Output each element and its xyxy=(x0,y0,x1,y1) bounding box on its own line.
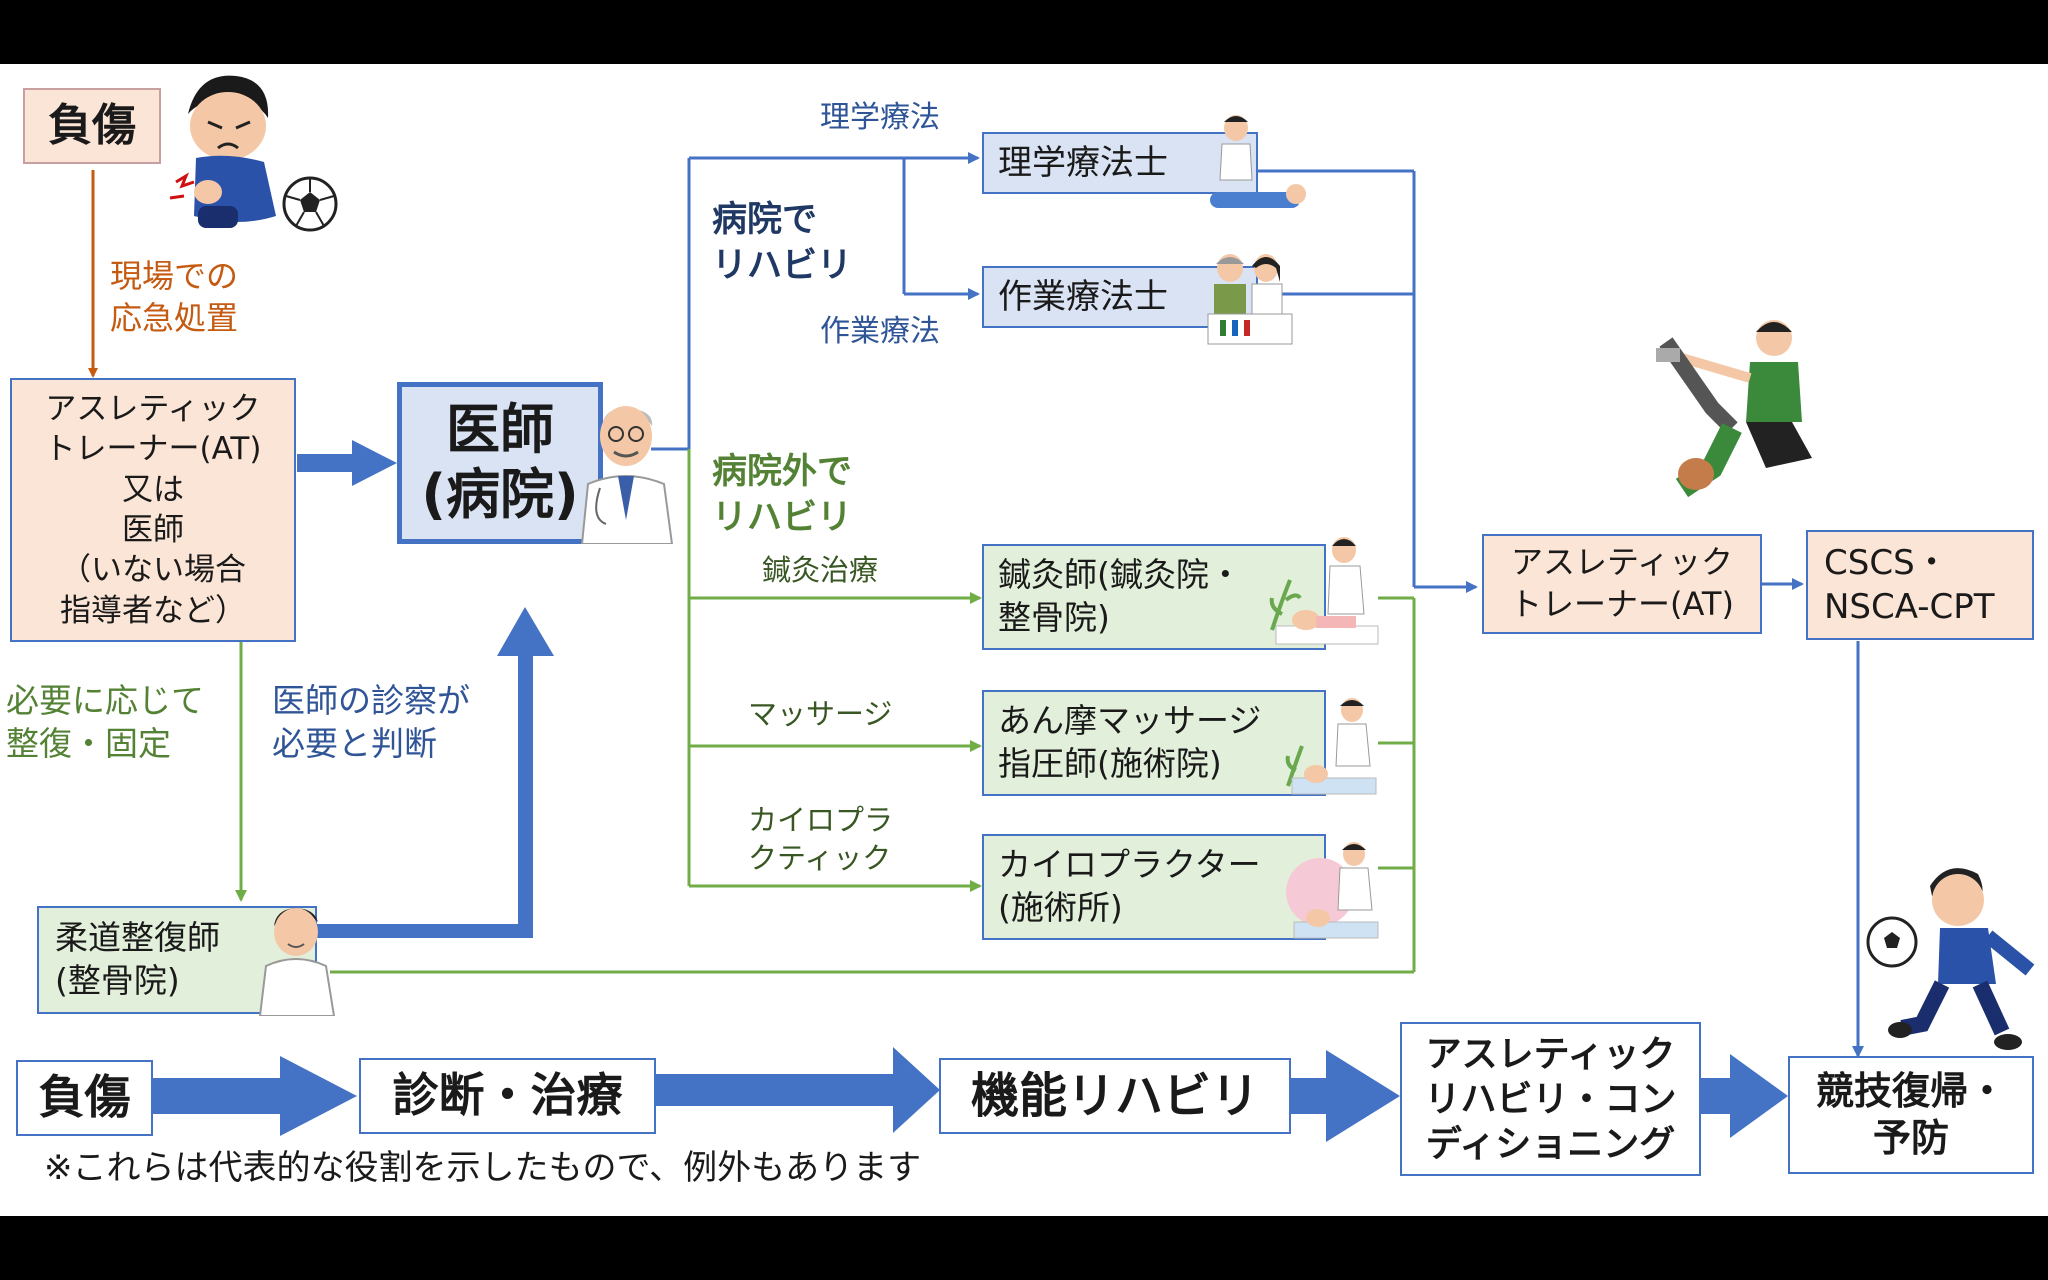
flow-arrow-3 xyxy=(1291,1050,1400,1142)
doctor-exam-label: 医師の診察が 必要と判断 xyxy=(272,681,470,763)
physical-therapist-box: 理学療法士 xyxy=(982,132,1258,194)
acupuncture-box: 鍼灸師(鍼灸院・ 整骨院) xyxy=(982,544,1326,650)
arrow-at-to-doctor-head xyxy=(352,440,397,486)
arrow-at-to-doctor-shaft xyxy=(297,454,355,472)
massage-therapist-icon xyxy=(1285,698,1377,795)
flow-diagnosis-box: 診断・治療 xyxy=(359,1058,656,1134)
judo-therapist-box: 柔道整復師 (整骨院) xyxy=(37,906,317,1014)
bottom-letterbox xyxy=(0,1216,2048,1280)
reduction-fixation-label: 必要に応じて 整復・固定 xyxy=(6,681,204,763)
top-letterbox xyxy=(0,0,2048,64)
flow-arrow-2 xyxy=(656,1047,940,1133)
doctor-hospital-box: 医師 (病院) xyxy=(397,382,603,544)
first-aid-label: 現場での 応急処置 xyxy=(110,257,239,337)
chiro-label: カイロプラ クティック xyxy=(748,803,894,875)
kicking-player-icon xyxy=(1866,868,2035,1050)
flow-functional-rehab-box: 機能リハビリ xyxy=(939,1058,1291,1134)
massage-label: マッサージ xyxy=(748,697,893,731)
injury-box: 負傷 xyxy=(23,88,161,164)
at-right-box: アスレティック トレーナー(AT) xyxy=(1482,534,1762,634)
doctor-icon xyxy=(580,406,674,544)
injured-player-icon xyxy=(169,75,276,228)
connector-lines xyxy=(88,152,1864,1142)
massage-box: あん摩マッサージ 指圧師(施術院) xyxy=(982,690,1326,796)
physical-therapy-label: 理学療法 xyxy=(820,100,940,135)
judo-therapist-icon xyxy=(258,908,336,1016)
outside-rehab-heading: 病院外で リハビリ xyxy=(712,452,853,538)
flow-injury-box: 負傷 xyxy=(16,1060,153,1136)
at-or-doctor-box: アスレティック トレーナー(AT) 又は 医師 （いない場合 指導者など） xyxy=(10,378,296,642)
hospital-rehab-heading: 病院で リハビリ xyxy=(712,200,853,286)
flow-athletic-rehab-box: アスレティック リハビリ・コン ディショニング xyxy=(1400,1022,1701,1176)
physical-therapist-icon xyxy=(1210,115,1306,208)
occupational-therapist-icon xyxy=(1207,254,1293,345)
chiropractor-box: カイロプラクター (施術所) xyxy=(982,834,1326,940)
cscs-box: CSCS・ NSCA-CPT xyxy=(1806,530,2034,640)
flow-arrow-1 xyxy=(153,1056,357,1136)
acupuncturist-icon xyxy=(1269,537,1379,645)
footnote: ※これらは代表的な役割を示したもので、例外もあります xyxy=(44,1148,922,1188)
arrow-judo-to-doctor-head xyxy=(497,607,554,656)
flow-arrow-4 xyxy=(1701,1054,1788,1138)
injury-label: 負傷 xyxy=(48,100,136,152)
soccer-ball-icon xyxy=(282,176,338,232)
chiropractor-icon xyxy=(1286,842,1379,939)
occupational-therapy-label: 作業療法 xyxy=(820,314,940,349)
diagram-stage: 負傷 現場での 応急処置 アスレティック トレーナー(AT) 又は 医師 （いな… xyxy=(0,64,2048,1216)
stretching-trainer-icon xyxy=(1656,320,1812,498)
acupuncture-label: 鍼灸治療 xyxy=(762,553,879,587)
flow-return-box: 競技復帰・ 予防 xyxy=(1788,1056,2034,1174)
